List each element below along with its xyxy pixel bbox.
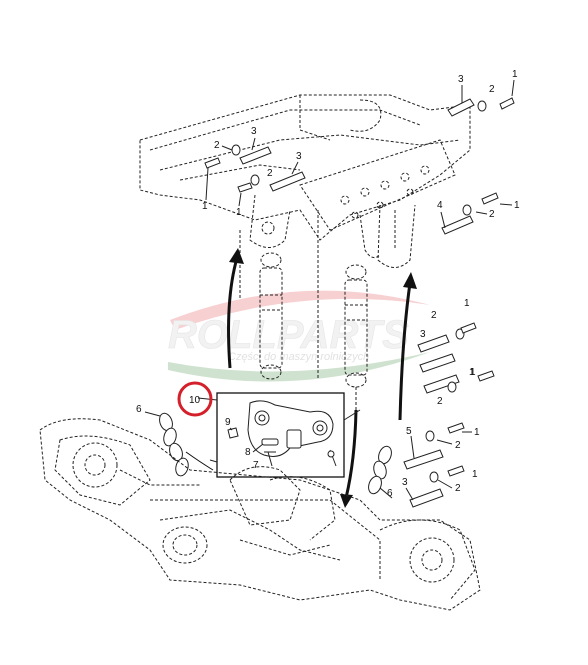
callout-3[interactable]: 3 (402, 477, 408, 488)
right-pins (403, 322, 495, 508)
callout-2[interactable]: 2 (431, 310, 437, 321)
watermark: ROLLPARTS Części do maszyn rolniczych (168, 290, 430, 382)
callout-8[interactable]: 8 (245, 447, 251, 458)
pin-3-top-right (447, 98, 475, 117)
assembly-arrows (185, 248, 417, 508)
axle-assembly (39, 418, 481, 611)
screw-7 (264, 451, 276, 467)
callout-2[interactable]: 2 (489, 209, 495, 220)
bolt-1-upper-mid (237, 182, 253, 193)
chain-6-left (159, 412, 189, 477)
callout-1[interactable]: 1 (470, 367, 476, 378)
washer-2-right-c (447, 381, 457, 393)
callout-leaders (144, 79, 515, 501)
chains (159, 412, 392, 495)
pin-5-lower-right (403, 449, 444, 470)
arrow-to-chain (185, 451, 214, 471)
callout-10[interactable]: 10 (189, 395, 201, 406)
callouts: 1 2 3 3 2 3 2 1 1 1 4 2 1 1 2 3 1 2 6 10… (136, 69, 520, 499)
detail-inset (216, 392, 345, 478)
callout-1[interactable]: 1 (474, 427, 480, 438)
callout-9[interactable]: 9 (225, 417, 231, 428)
chain-6-right (368, 445, 392, 495)
callout-1[interactable]: 1 (202, 201, 208, 212)
pin-3-right-a (417, 334, 450, 353)
bolt-1-lower-right-b (447, 465, 465, 477)
bolt-1-upper-left (204, 157, 221, 169)
washer-2-upper-left (231, 144, 241, 156)
callout-3[interactable]: 3 (251, 126, 257, 137)
bolt-1-top-right (499, 97, 515, 110)
leader-lines (197, 397, 361, 463)
pin-4-right (441, 215, 474, 235)
watermark-swoosh-top (170, 290, 430, 330)
arrow-left-up (227, 257, 239, 369)
callout-4[interactable]: 4 (437, 200, 443, 211)
bolt-1-lower-right (447, 422, 465, 434)
upper-pins (204, 97, 515, 235)
watermark-swoosh-bottom (168, 352, 430, 382)
callout-1[interactable]: 1 (236, 207, 242, 218)
nut-9 (227, 427, 239, 439)
callout-3[interactable]: 3 (296, 151, 302, 162)
pin-3-lower-right (409, 488, 444, 508)
callout-6[interactable]: 6 (387, 488, 393, 499)
callout-1[interactable]: 1 (472, 469, 478, 480)
pin-3-upper-left (239, 146, 272, 165)
arrow-right-up (398, 282, 412, 421)
pin-3-right-c (423, 374, 460, 394)
callout-1[interactable]: 1 (512, 69, 518, 80)
callout-2[interactable]: 2 (489, 84, 495, 95)
washer-2-lower-right (425, 430, 435, 442)
watermark-tagline: Części do maszyn rolniczych (228, 351, 369, 363)
callout-1[interactable]: 1 (469, 367, 475, 378)
callout-3[interactable]: 3 (458, 74, 464, 85)
callout-2[interactable]: 2 (437, 396, 443, 407)
pin-3-right-b (419, 353, 456, 373)
bolt-1-right (481, 192, 499, 205)
callout-2[interactable]: 2 (455, 483, 461, 494)
pin-8 (261, 438, 279, 446)
watermark-brand: ROLLPARTS (168, 313, 409, 357)
washer-2-right (462, 204, 472, 216)
washer-2-upper-mid (250, 174, 260, 186)
callout-7[interactable]: 7 (253, 460, 259, 471)
callout-3[interactable]: 3 (420, 329, 426, 340)
callout-5[interactable]: 5 (406, 426, 412, 437)
callout-2[interactable]: 2 (455, 440, 461, 451)
arrow-down-to-axle (344, 409, 358, 499)
callout-6[interactable]: 6 (136, 404, 142, 415)
pin-3-upper-mid (269, 171, 306, 192)
callout-1[interactable]: 1 (514, 200, 520, 211)
shock-absorbers (259, 252, 368, 410)
bolt-1-right-b (460, 322, 477, 334)
callout-1[interactable]: 1 (464, 298, 470, 309)
washer-2-lower-right-b (429, 471, 439, 483)
highlight-circle-10[interactable] (177, 381, 213, 417)
washer-2-top-right (477, 100, 487, 112)
callout-2[interactable]: 2 (214, 140, 220, 151)
bolt-1-right-c (477, 370, 495, 382)
callout-2[interactable]: 2 (267, 168, 273, 179)
